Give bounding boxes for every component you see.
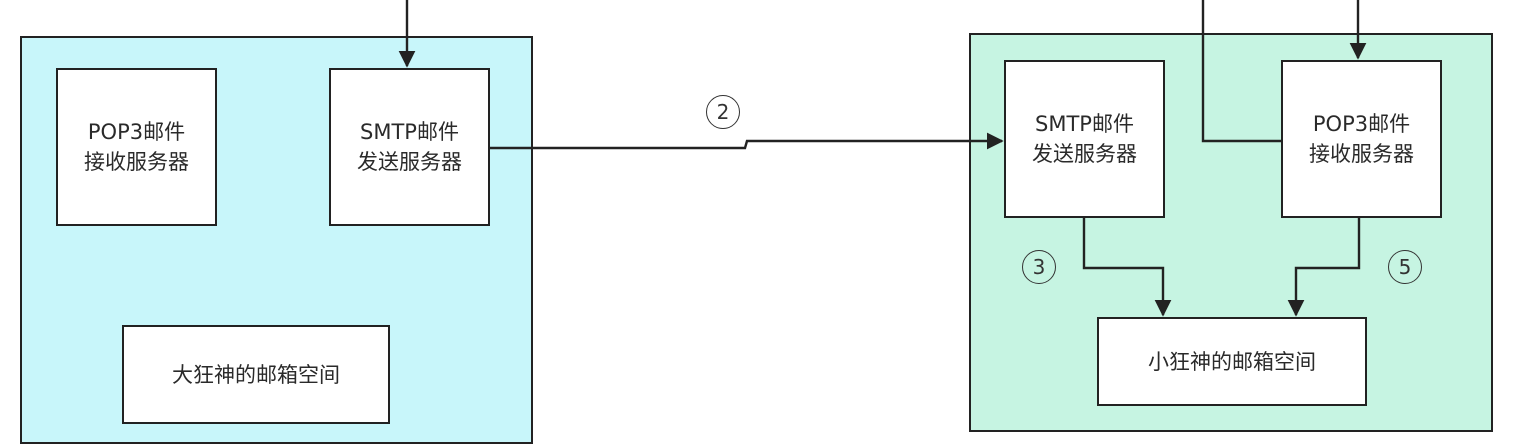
receiver-retrieve-request-line	[1201, 0, 1281, 143]
smtp-transfer-arrow	[490, 132, 1004, 150]
step-3-number: 3	[1032, 255, 1046, 279]
sender-mailbox-label: 大狂神的邮箱空间	[172, 362, 340, 387]
step-5-number: 5	[1398, 255, 1412, 279]
receiver-smtp-server-box: SMTP邮件 发送服务器	[1004, 60, 1165, 218]
sender-mailbox-box: 大狂神的邮箱空间	[122, 325, 390, 424]
retrieve-from-mailbox-arrow	[1287, 218, 1361, 317]
step-5-marker: 5	[1388, 250, 1422, 284]
sender-smtp-server-label: SMTP邮件 发送服务器	[357, 120, 462, 174]
receiver-mailbox-box: 小狂神的邮箱空间	[1097, 317, 1367, 406]
step-2-number: 2	[716, 100, 730, 124]
receiver-smtp-server-label: SMTP邮件 发送服务器	[1032, 112, 1137, 166]
receiver-mailbox-label: 小狂神的邮箱空间	[1148, 349, 1316, 374]
step-3-marker: 3	[1022, 250, 1056, 284]
sender-smtp-server-box: SMTP邮件 发送服务器	[329, 68, 490, 226]
sender-pop3-server-label: POP3邮件 接收服务器	[84, 120, 189, 174]
deliver-to-mailbox-arrow	[1082, 218, 1172, 317]
receiver-pop3-server-box: POP3邮件 接收服务器	[1281, 60, 1442, 218]
step-2-marker: 2	[706, 95, 740, 129]
receiver-pop3-server-label: POP3邮件 接收服务器	[1309, 112, 1414, 166]
sender-pop3-server-box: POP3邮件 接收服务器	[56, 68, 217, 226]
